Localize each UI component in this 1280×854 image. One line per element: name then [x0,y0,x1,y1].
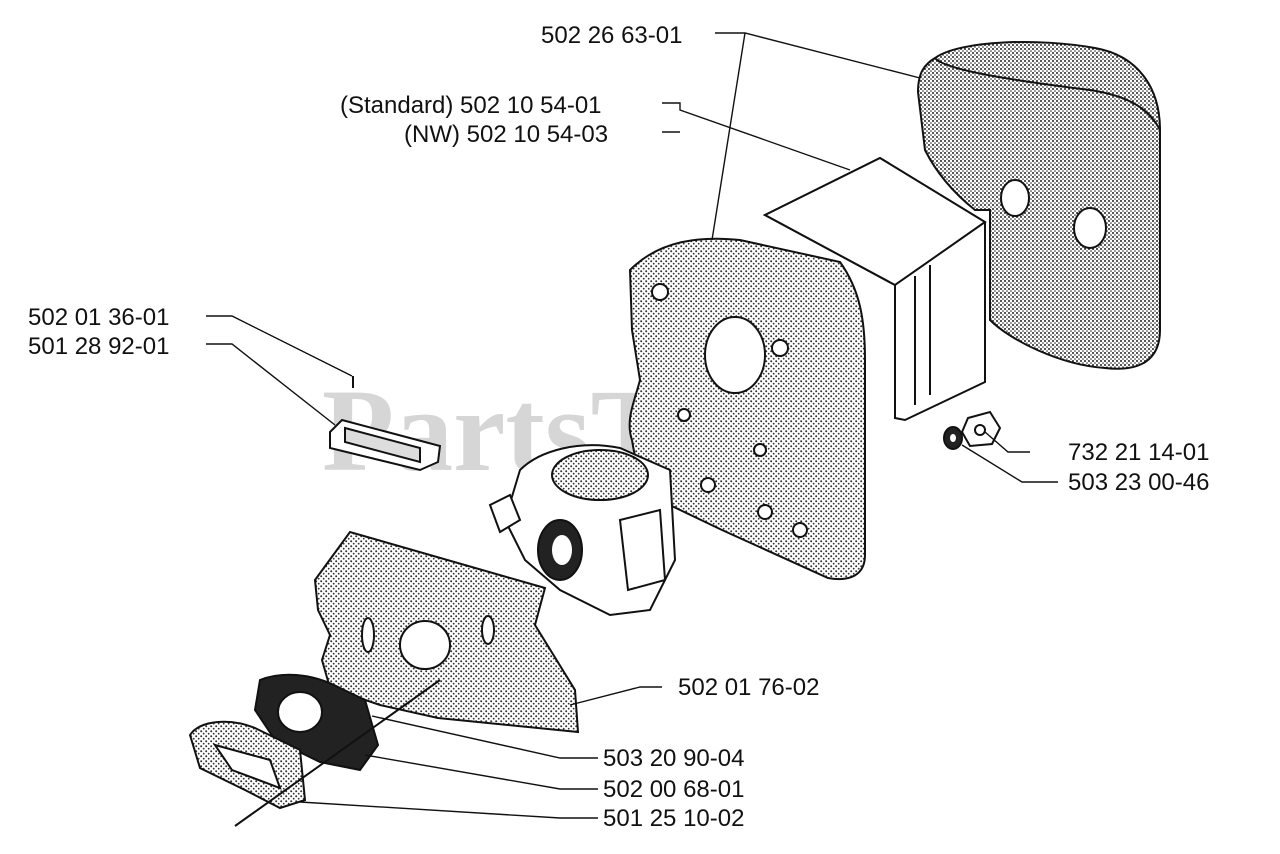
label-plate: 502 01 76-02 [678,674,819,701]
label-air-filter-cover: 502 26 63-01 [541,22,682,49]
air-filter-cover [916,41,1161,370]
label-sleeve: 501 28 92-01 [28,333,169,360]
carburetor [488,444,677,617]
leader-lines [206,32,1058,819]
filter-base-plate [628,237,866,580]
sleeve [329,418,442,472]
label-stud: 503 20 90-04 [603,745,744,772]
label-washer: 503 23 00-46 [1068,469,1209,496]
label-filter-nw: (NW) 502 10 54-03 [404,121,608,148]
label-filter-standard: (Standard) 502 10 54-01 [340,92,602,119]
label-intake: 502 00 68-01 [603,776,744,803]
washer [943,426,963,450]
label-clip: 502 01 36-01 [28,304,169,331]
mounting-plate [313,530,580,734]
label-gasket: 501 25 10-02 [603,805,744,832]
stud [234,679,441,827]
gasket [188,720,307,810]
label-nut: 732 21 14-01 [1068,439,1209,466]
filter-element [762,156,987,422]
